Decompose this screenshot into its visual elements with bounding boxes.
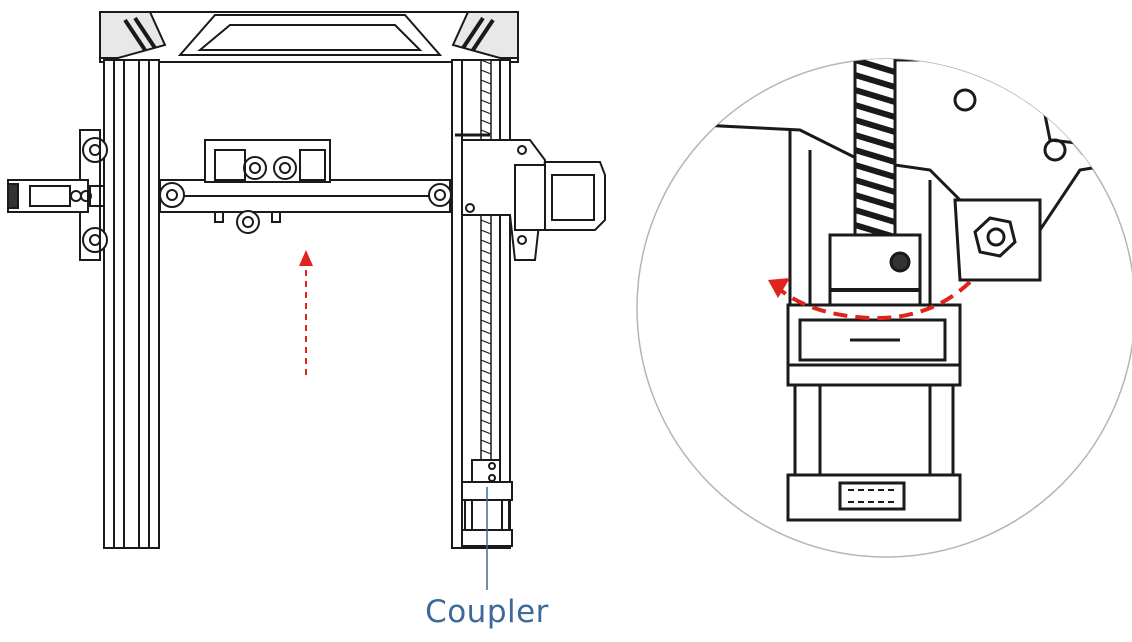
gantry-frame [7,11,606,549]
zoom-detail [636,58,1132,558]
top-crossbar [99,11,519,63]
red-dashed-up-arrow-icon [299,250,313,375]
x-motor [514,161,606,231]
left-extruder [7,179,105,213]
coupler-small [471,459,501,485]
lead-screw [480,59,492,471]
left-upright [103,59,160,549]
print-carriage [204,139,331,234]
red-dashed-rotation-arrow-icon [768,278,972,321]
x-beam [159,179,451,213]
coupler-label: Coupler [425,594,549,630]
